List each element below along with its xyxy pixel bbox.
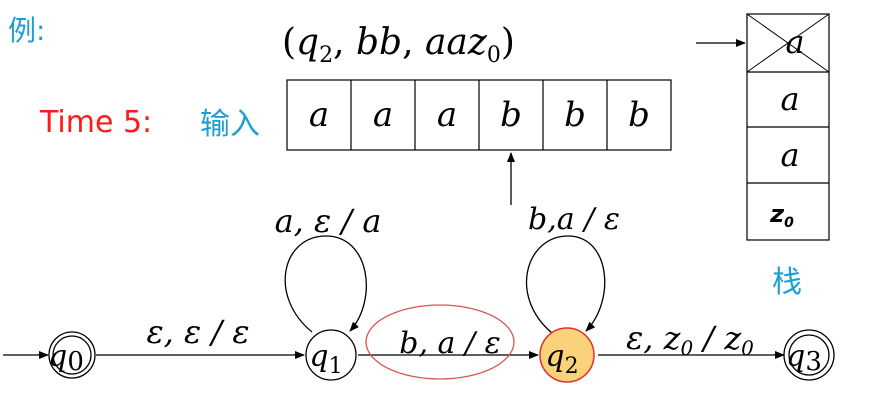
label-q0-q1: ε, ε / ε	[147, 313, 250, 351]
svg-text:q3: q3	[786, 339, 822, 377]
stack-label: 栈	[772, 265, 802, 300]
loop-q2	[525, 235, 606, 334]
transition-highlight-ellipse	[365, 304, 515, 380]
example-title: 例:	[8, 14, 45, 47]
input-tape: a a a b b b	[286, 79, 672, 151]
tape-cell: a	[309, 95, 329, 135]
tape-cell: a	[373, 95, 393, 135]
state-q1: q1	[305, 329, 357, 381]
loop-q1	[284, 235, 367, 333]
stack-cell: a	[780, 136, 799, 174]
stack-bottom: z0	[769, 200, 794, 231]
state-q0: q0	[48, 331, 96, 379]
label-loop-q2: b,a / ε	[528, 202, 620, 237]
tape-cell: b	[564, 95, 586, 135]
svg-text:q2: q2	[545, 339, 578, 379]
tape-cell: a	[437, 95, 457, 135]
input-label: 输入	[200, 107, 260, 142]
configuration: (q2, bb, aaz0)	[282, 22, 515, 68]
stack: a a a z0	[746, 13, 830, 241]
stack-top-cross	[746, 13, 830, 73]
svg-text:q1: q1	[309, 339, 342, 379]
state-q3: q3	[783, 329, 835, 381]
tape-cell: b	[628, 95, 650, 135]
label-loop-q1: a, ε / a	[275, 202, 382, 240]
state-q2-current: q2	[539, 327, 595, 383]
label-q1-q2: b, a / ε	[399, 326, 500, 361]
svg-text:q0: q0	[48, 339, 84, 377]
stack-cell: a	[780, 80, 799, 118]
tape-cell: b	[500, 95, 522, 135]
time-label: Time 5:	[39, 105, 152, 140]
stack-cell: a	[785, 23, 804, 61]
label-q2-q3: ε, z0 / z0	[626, 319, 754, 360]
